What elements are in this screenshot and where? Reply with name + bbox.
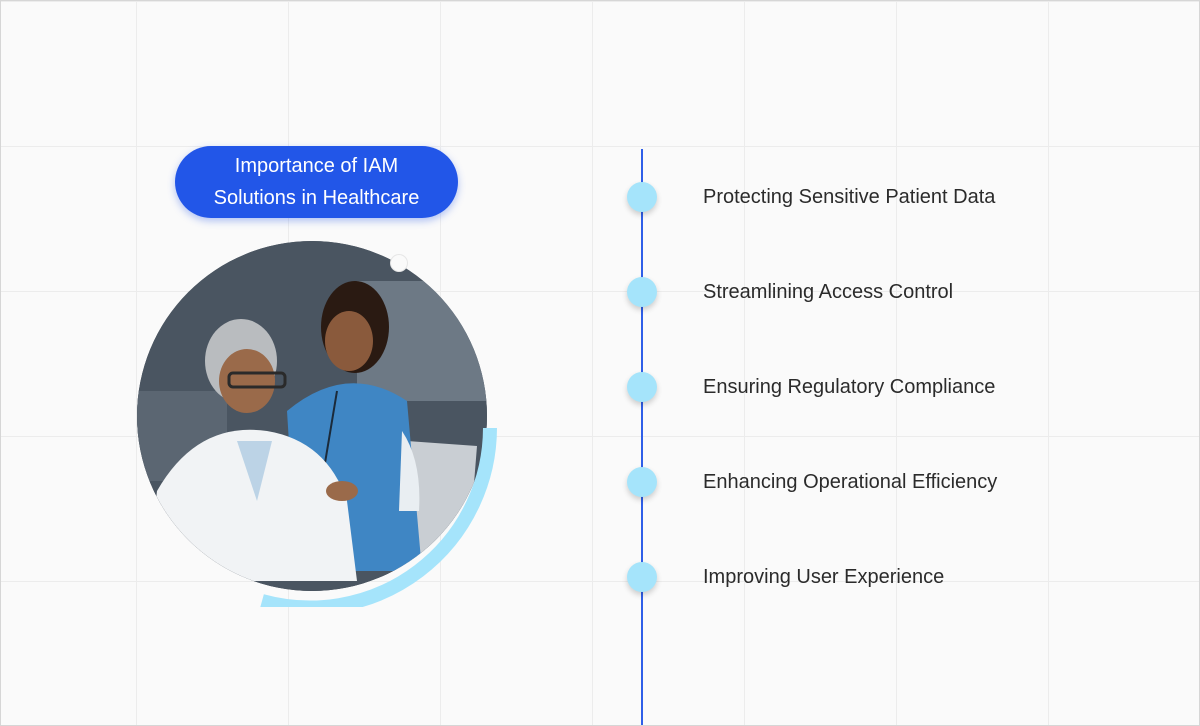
timeline-node xyxy=(627,562,657,592)
timeline-item-label: Enhancing Operational Efficiency xyxy=(703,471,998,493)
timeline-node xyxy=(627,182,657,212)
timeline-node xyxy=(627,372,657,402)
timeline-item-label: Improving User Experience xyxy=(703,566,945,588)
decorative-arc xyxy=(260,427,497,607)
timeline-node xyxy=(627,467,657,497)
photo-container xyxy=(129,233,503,607)
title-pill: Importance of IAM Solutions in Healthcar… xyxy=(175,146,458,218)
timeline-item-label: Streamlining Access Control xyxy=(703,281,954,303)
timeline-item-label: Ensuring Regulatory Compliance xyxy=(703,376,996,398)
timeline-node xyxy=(627,277,657,307)
accent-dot xyxy=(390,254,408,272)
timeline-item-label: Protecting Sensitive Patient Data xyxy=(703,186,996,208)
timeline-line xyxy=(641,149,643,725)
title-text: Importance of IAM Solutions in Healthcar… xyxy=(213,155,420,209)
